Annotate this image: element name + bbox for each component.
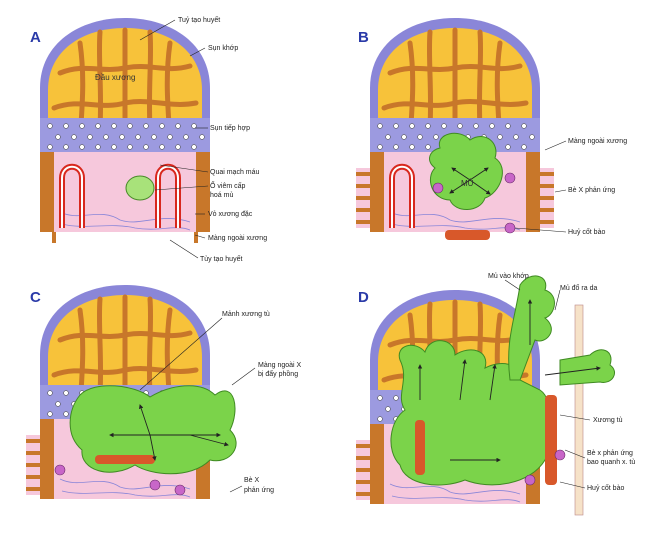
panel-a-letter: A <box>30 29 41 46</box>
label-o-viem-cap-2: hoá mủ <box>210 191 233 199</box>
label-mang-ngoai-xuong-b: Màng ngoài xương <box>568 138 627 145</box>
panel-b-letter: B <box>358 29 369 46</box>
label-xuong-tu: Xương tù <box>593 417 623 424</box>
label-o-viem-cap-1: Ổ viêm cấp <box>210 181 246 190</box>
label-huy-cot-bao-d: Huỷ cốt bào <box>587 483 624 492</box>
label-vo-xuong-dac: Vỏ xương đặc <box>208 210 253 218</box>
label-mu: MỦ <box>461 179 474 188</box>
label-be-x-quanh-1: Bè x phản ứng <box>587 450 633 457</box>
label-dau-xuong: Đầu xương <box>95 73 135 82</box>
label-be-x-1: Bè X <box>244 477 260 484</box>
label-tuy-tao-huyet-bottom: Tủy tạo huyết <box>200 254 242 263</box>
label-be-x-phan-ung-b: Bè X phản ứng <box>568 187 615 194</box>
label-sun-tiep-hop: Sụn tiếp hợp <box>210 123 250 132</box>
sequestrum-d <box>545 395 557 485</box>
label-quai-mach-mau: Quai mạch máu <box>210 169 260 176</box>
reaction-trabecula-left <box>354 166 372 230</box>
panel-d: D <box>354 272 635 516</box>
label-tuy-tao-huyet-top: Tuỷ tạo huyết <box>178 15 220 24</box>
panel-c-letter: C <box>30 289 41 306</box>
panel-c: C Mảnh xương tù Màng ngoài <box>24 285 302 500</box>
pus-mass-c <box>69 385 237 475</box>
label-manh-xuong-tu: Mảnh xương tù <box>222 311 270 318</box>
bone-fragment-c <box>95 455 155 464</box>
label-huy-cot-bao-b: Huỷ cốt bào <box>568 227 605 236</box>
label-mang-ngoai-x-2: bị đẩy phồng <box>258 369 298 378</box>
panel-b: B MỦ Màng ngoài xương <box>354 18 627 240</box>
label-be-x-quanh-2: bao quanh x. tù <box>587 459 635 466</box>
skin-layer <box>574 304 584 516</box>
panel-d-letter: D <box>358 289 369 306</box>
abscess-focus <box>125 175 155 201</box>
label-be-x-2: phản ứng <box>244 487 274 494</box>
pus-into-joint <box>508 275 555 381</box>
reaction-trabecula-right <box>538 166 556 230</box>
pus-draining-skin <box>559 349 615 386</box>
label-mu-vao-khop: Mủ vào khớp <box>488 272 529 280</box>
label-mang-ngoai-x-1: Màng ngoài X <box>258 362 302 369</box>
label-mu-do-ra-da: Mủ đổ ra da <box>560 284 597 292</box>
label-mang-ngoai-xuong-a: Màng ngoài xương <box>208 235 267 242</box>
panel-a: A Đầu xương Tuỷ tạo huyết Sụn khớp Sụn t… <box>30 15 267 263</box>
label-sun-khop: Sụn khớp <box>208 45 238 52</box>
